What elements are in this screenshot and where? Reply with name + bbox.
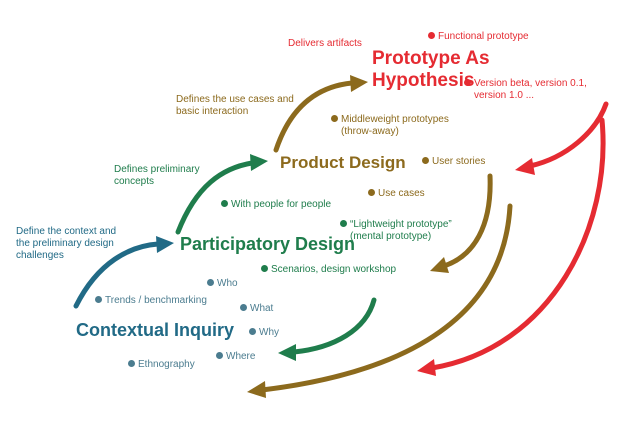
bullet-dot-icon	[422, 157, 429, 164]
bullet-who: Who	[207, 278, 238, 290]
bullet-dot-icon	[331, 115, 338, 122]
bullet-ethnography-text: Ethnography	[138, 359, 195, 370]
note-use-cases-line1: Defines the use cases and	[176, 94, 294, 105]
heading-prototype: Prototype As Hypothesis	[372, 48, 490, 92]
arrow-product-to-prototype	[273, 80, 355, 153]
note-context: Define the context and the preliminary d…	[16, 226, 116, 262]
bullet-functional-prototype: Functional prototype	[428, 31, 529, 43]
heading-participatory-design: Participatory Design	[180, 234, 356, 254]
bullet-trends: Trends / benchmarking	[95, 295, 207, 307]
bullet-where: Where	[216, 351, 255, 363]
arrowhead-inquiry-to-participatory	[156, 236, 174, 253]
bullet-dot-icon	[216, 352, 223, 359]
bullet-who-text: Who	[217, 278, 238, 289]
bullet-dot-icon	[207, 279, 214, 286]
arrowhead-feedback-to-product	[515, 158, 535, 175]
bullet-use-cases: Use cases	[368, 188, 425, 200]
bullet-dot-icon	[261, 265, 268, 272]
bullet-where-text: Where	[226, 351, 256, 362]
bullet-version-line2: version 1.0 ...	[474, 90, 535, 101]
bullet-version: Version beta, version 0.1, version 1.0 .…	[464, 78, 587, 102]
bullet-middleweight: Middleweight prototypes (throw-away)	[331, 114, 449, 138]
bullet-what-text: What	[250, 303, 274, 314]
bullet-middleweight-line1: Middleweight prototypes	[341, 114, 449, 125]
arrow-long-feedback-red	[429, 117, 606, 371]
bullet-version-line1: Version beta, version 0.1,	[474, 78, 587, 89]
note-concepts-line2: concepts	[114, 176, 155, 187]
note-use-cases-line2: basic interaction	[176, 106, 249, 117]
bullet-trends-text: Trends / benchmarking	[105, 295, 207, 306]
bullet-user-stories-text: User stories	[432, 156, 486, 167]
arrow-feedback-to-participatory	[441, 173, 493, 269]
arrowhead-product-to-prototype	[350, 75, 368, 92]
note-context-line3: challenges	[16, 250, 64, 261]
bullet-with-people: With people for people	[221, 199, 331, 211]
bullet-dot-icon	[128, 360, 135, 367]
bullet-dot-icon	[249, 328, 256, 335]
arrow-feedback-to-inquiry	[291, 297, 377, 355]
arrowhead-feedback-to-participatory	[430, 257, 449, 273]
bullet-dot-icon	[368, 189, 375, 196]
bullet-dot-icon	[428, 32, 435, 39]
bullet-middleweight-line2: (throw-away)	[341, 126, 399, 137]
bullet-dot-icon	[221, 200, 228, 207]
bullet-what: What	[240, 303, 273, 315]
heading-prototype-line1: Prototype As	[372, 48, 490, 69]
bullet-functional-prototype-text: Functional prototype	[438, 31, 529, 42]
note-artifacts: Delivers artifacts	[288, 38, 362, 49]
arrow-feedback-to-product	[527, 101, 609, 169]
bullet-dot-icon	[240, 304, 247, 311]
arrowhead-long-feedback-red	[417, 359, 436, 376]
bullet-why-text: Why	[259, 327, 279, 338]
note-concepts-line1: Defines preliminary	[114, 164, 200, 175]
note-use-cases: Defines the use cases and basic interact…	[176, 94, 294, 118]
bullet-dot-icon	[95, 296, 102, 303]
arrowhead-participatory-to-product	[250, 154, 268, 171]
heading-contextual-inquiry: Contextual Inquiry	[76, 320, 235, 340]
bullet-use-cases-text: Use cases	[378, 188, 425, 199]
heading-prototype-line2: Hypothesis	[372, 70, 475, 91]
heading-product-design: Product Design	[280, 153, 406, 172]
note-concepts: Defines preliminary concepts	[114, 164, 200, 188]
bullet-lightweight-line1: “Lightweight prototype”	[350, 219, 452, 230]
arrowhead-feedback-to-inquiry	[278, 344, 296, 361]
bullet-user-stories: User stories	[422, 156, 485, 168]
bullet-why: Why	[249, 327, 279, 339]
note-context-line1: Define the context and	[16, 226, 117, 237]
arrow-participatory-to-product	[175, 160, 255, 235]
bullet-ethnography: Ethnography	[128, 359, 195, 371]
arrowhead-long-feedback-olive	[247, 381, 266, 398]
bullet-with-people-text: With people for people	[231, 199, 332, 210]
arrow-long-feedback-olive	[259, 203, 513, 393]
arrow-inquiry-to-participatory	[73, 241, 161, 309]
bullet-scenarios-text: Scenarios, design workshop	[271, 264, 397, 275]
bullet-lightweight-line2: (mental prototype)	[350, 231, 432, 242]
bullet-lightweight: “Lightweight prototype” (mental prototyp…	[340, 219, 452, 243]
bullet-dot-icon	[340, 220, 347, 227]
bullet-dot-icon	[464, 79, 471, 86]
note-context-line2: the preliminary design	[16, 238, 114, 249]
bullet-scenarios: Scenarios, design workshop	[261, 264, 396, 276]
